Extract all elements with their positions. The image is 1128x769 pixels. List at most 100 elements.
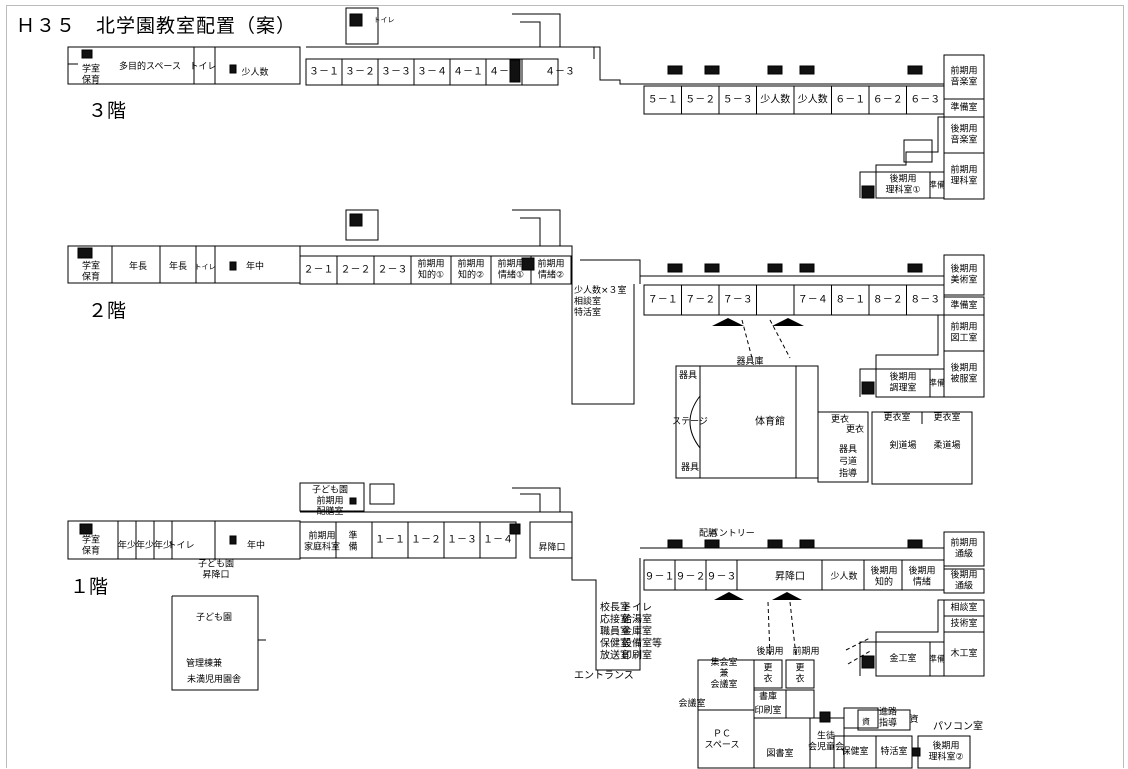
room-label-f1-41: 放送室 [600, 649, 630, 662]
room-label-f1-25-0: 後期用 [908, 565, 935, 577]
room-label-f1-33: 校長室 [600, 601, 630, 614]
room-label-f2-7: ２－３ [378, 265, 408, 276]
stairs-mark [79, 523, 93, 535]
room-label-f3-7: ３－４ [417, 67, 447, 78]
room-label-f2-28: 器具 [681, 462, 699, 473]
room-label-f2-32: 更衣 [846, 423, 864, 435]
room-label-f1-52-1: スペース [705, 741, 740, 751]
room-label-f2-22-1: 図工室 [950, 332, 977, 344]
room-label-f1-25-1: 情緒 [913, 576, 931, 588]
room-label-f3-0-0: 学室 [82, 63, 100, 75]
room-label-f2-11-1: 情緒② [538, 269, 564, 281]
page-title: Ｈ３５ 北学園教室配置（案） [16, 15, 297, 37]
room-label-f1-22: 昇降口 [775, 570, 805, 583]
room-label-f1-53: 図書室 [766, 747, 793, 759]
room-label-f2-16: ７－４ [798, 295, 828, 306]
stairs-mark [704, 263, 720, 273]
stairs-mark [349, 13, 363, 27]
room-label-f2-0-0: 学室 [82, 260, 100, 272]
room-label-f1-56-0: 進路 [879, 706, 897, 718]
room-label-f3-11: ５－１ [648, 95, 678, 106]
room-label-f1-13-1: 備 [348, 541, 357, 553]
room-label-f2-10-1: 情緒① [498, 269, 524, 281]
room-label-f3-23-0: 後期用 [889, 173, 916, 185]
stairs-mark [911, 747, 921, 757]
room-label-f2-4: 年中 [246, 260, 264, 272]
room-label-f2-9-1: 知的② [458, 269, 484, 281]
stage-arc [689, 395, 701, 449]
room-label-f1-46-1: 兼 [719, 667, 728, 679]
stairs-mark [509, 523, 521, 535]
room-label-f2-21: 準備室 [950, 299, 977, 311]
kindergarten-block [171, 595, 259, 691]
room-label-f3-21-1: 音楽室 [950, 134, 977, 146]
room-label-f1-39: 保健室 [600, 637, 630, 650]
room-label-f1-9: 未満児用園舎 [187, 673, 241, 685]
room-label-f1-42: 印刷室 [622, 649, 652, 662]
room-label-f2-24-1: 調理室 [889, 382, 916, 394]
room-label-f2-38: 弓道 [839, 455, 857, 467]
room-label-f1-15: １－２ [411, 535, 441, 546]
room-label-f3-22-1: 理科室 [950, 175, 977, 187]
stairs-mark [799, 263, 815, 273]
room-label-f2-19: ８－３ [910, 295, 940, 306]
room-label-f1-47-1: 衣 [763, 673, 772, 685]
room-label-f1-24-1: 知的 [875, 576, 893, 588]
corridor-line [300, 245, 573, 256]
room-label-f1-12-1: 家庭科室 [304, 541, 340, 553]
room-label-f3-20: 準備室 [950, 101, 977, 113]
stairs-mark [799, 65, 815, 75]
stairs-mark [767, 263, 783, 273]
stairs-mark [861, 655, 875, 669]
room-label-f2-18: ８－２ [873, 295, 903, 306]
corridor-line [859, 116, 944, 198]
corridor-line [306, 46, 595, 59]
tsukyu-room-1f [943, 531, 985, 567]
room-label-f2-12-2: 特活室 [574, 306, 601, 318]
stairs-mark [861, 185, 875, 199]
room-label-f1-8: 管理棟兼 [186, 657, 222, 669]
room-label-f1-28: 相談室 [950, 601, 977, 613]
room-label-f1-13-0: 準 [348, 530, 357, 542]
room-label-f3-12: ５－２ [685, 95, 715, 106]
room-label-f1-4: トイレ [167, 541, 194, 551]
entrance-arrow-1f-a [714, 592, 744, 600]
stairs-mark [767, 65, 783, 75]
room-label-f1-6-1: 昇降口 [202, 569, 229, 581]
room-label-f3-16: ６－１ [835, 95, 865, 106]
room-label-f3-9: ４－２ [489, 67, 519, 78]
room-label-f2-1: 年長 [129, 260, 147, 272]
room-label-f1-60: 特活室 [880, 745, 907, 757]
corridor-line [580, 259, 641, 284]
room-label-f1-38: 金庫室 [622, 625, 652, 638]
corridor-line [300, 511, 573, 522]
room-label-f3-15: 少人数 [798, 93, 828, 106]
room-label-f1-31: 準備 [929, 654, 945, 664]
floor-label-1: １階 [70, 576, 109, 598]
room-label-f2-23-1: 被服室 [950, 373, 977, 385]
art-room-2f [943, 254, 985, 296]
stairs-mark [819, 711, 831, 723]
room-label-f1-49: 会議室 [678, 697, 705, 709]
room-label-f1-16: １－３ [447, 535, 477, 546]
room-label-f1-61-1: 理科室② [928, 751, 963, 763]
locker-1f-2 [785, 659, 815, 689]
passage-dash [789, 601, 797, 657]
room-label-f1-46-0: 集会室 [710, 656, 737, 668]
room-label-f1-61-0: 後期用 [932, 740, 959, 752]
room-label-f2-0-1: 保育 [82, 271, 100, 283]
stairs-mark [799, 539, 815, 549]
room-label-f1-52-0: ＰＣ [713, 730, 731, 740]
room-label-f1-56-1: 指導 [879, 717, 897, 729]
room-label-f3-14: 少人数 [760, 93, 790, 106]
room-label-f3-17: ６－２ [873, 95, 903, 106]
stairs-mark [861, 381, 875, 395]
locker-1f [753, 659, 783, 689]
entrance-arrow-2f-b [772, 318, 804, 326]
room-label-f3-4: ３－１ [309, 67, 339, 78]
room-label-f2-9-0: 前期用 [457, 258, 484, 270]
corridor-line [512, 487, 561, 512]
wing-line-2f [571, 246, 635, 405]
room-label-f3-21-0: 後期用 [950, 123, 977, 135]
room-label-f2-11-0: 前期用 [537, 258, 564, 270]
